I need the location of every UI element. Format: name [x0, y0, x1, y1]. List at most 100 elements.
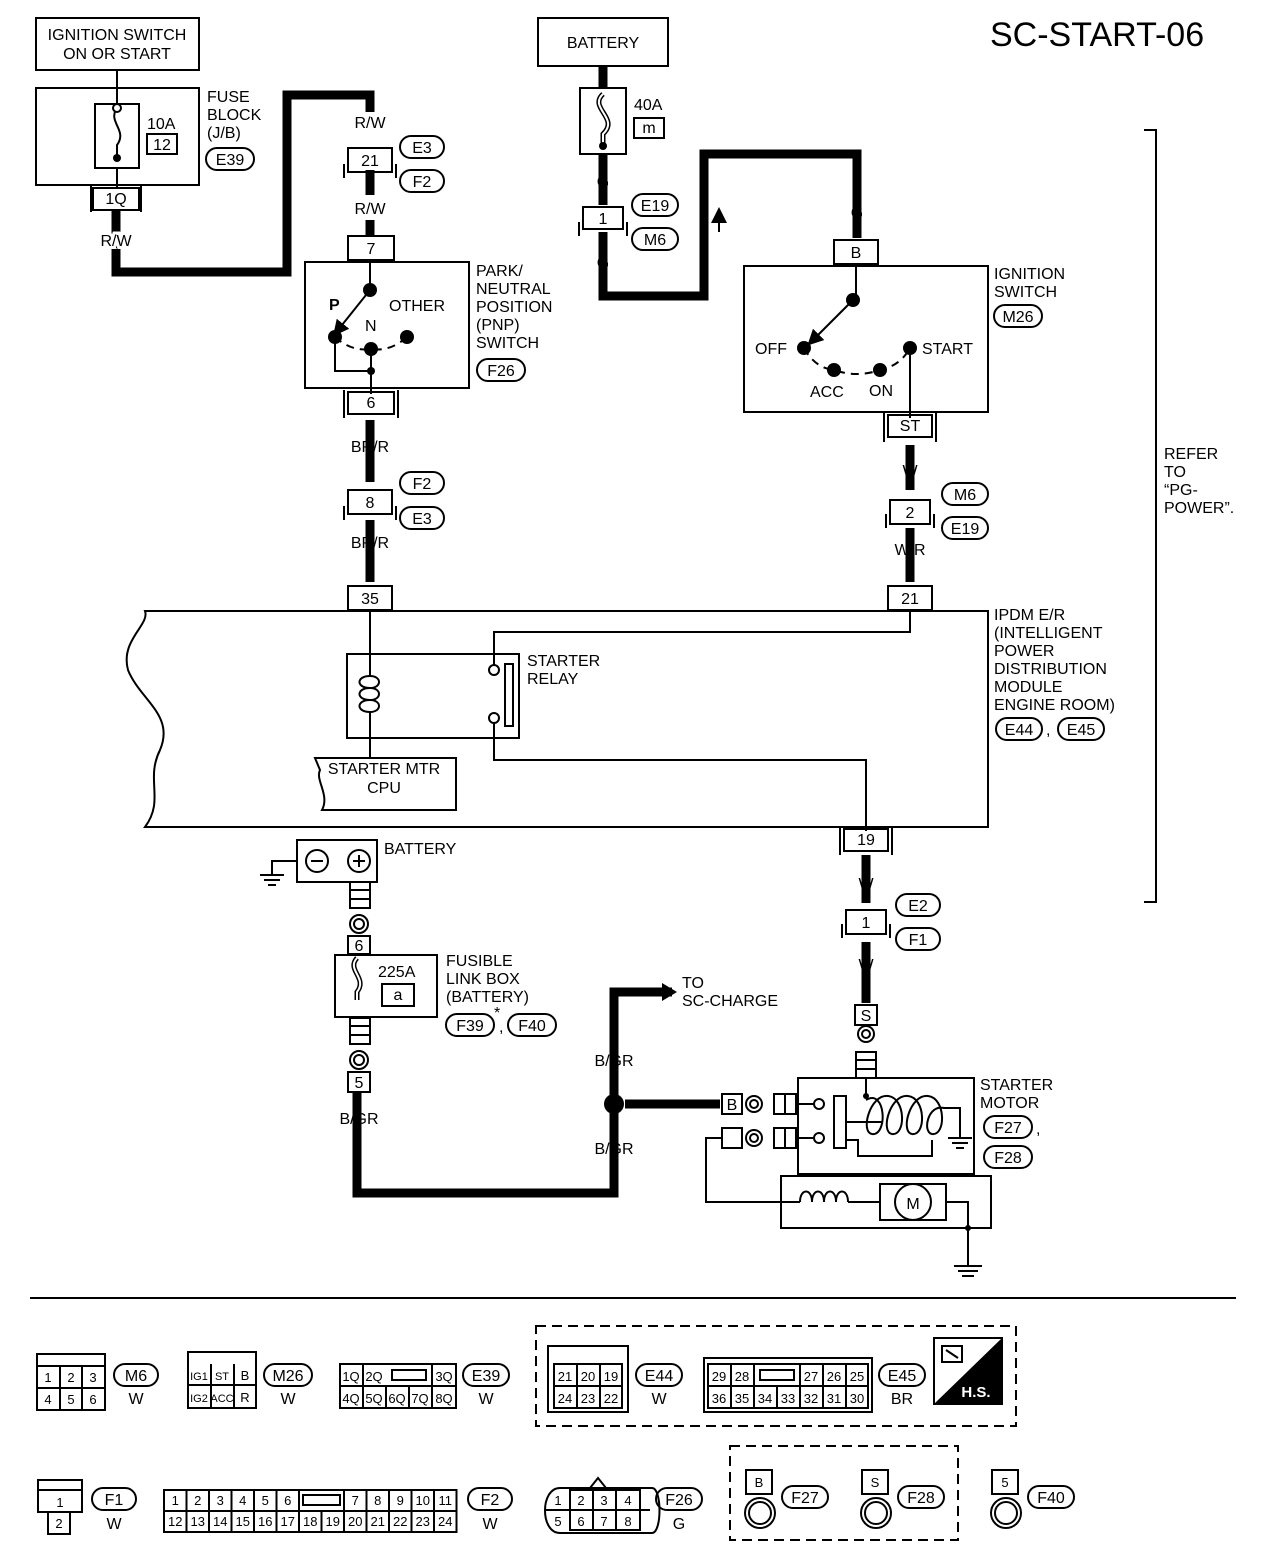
fusible-link-box — [334, 954, 438, 1018]
svg-text:2: 2 — [577, 1493, 584, 1508]
terminal-1q — [92, 187, 140, 211]
conn-badge-f1: F1 — [909, 932, 928, 949]
svg-text:5: 5 — [554, 1514, 561, 1529]
svg-text:2: 2 — [67, 1370, 74, 1385]
starter-solenoid-box — [797, 1077, 975, 1175]
connector-8 — [347, 489, 393, 515]
pnp-label-4: (PNP) — [476, 317, 520, 334]
legend-f2-pin: 21 — [371, 1514, 385, 1529]
wire-brr-1: BR/R — [351, 439, 389, 456]
svg-text:19: 19 — [857, 832, 875, 849]
svg-text:24: 24 — [558, 1391, 572, 1406]
pnp-n: N — [365, 318, 377, 335]
svg-text:W: W — [106, 1516, 122, 1533]
pnp-p: P — [329, 297, 340, 314]
conn-badge-e2: E2 — [908, 898, 928, 915]
field-coil-icon — [799, 1190, 849, 1203]
conn-badge-e19: E19 — [641, 198, 670, 215]
svg-text:R/W: R/W — [100, 233, 132, 250]
svg-text:F26: F26 — [665, 1492, 693, 1509]
ipdm-label-1: IPDM E/R — [994, 607, 1065, 624]
conn-badge-m6: M6 — [644, 232, 666, 249]
svg-text:3: 3 — [600, 1493, 607, 1508]
ipdm-label-3: POWER — [994, 643, 1054, 660]
svg-text:B: B — [755, 1475, 764, 1490]
legend-f2-pin: 18 — [303, 1514, 317, 1529]
connector-2 — [889, 499, 931, 525]
svg-text:6: 6 — [367, 395, 376, 412]
starter-label-1: STARTER — [980, 1077, 1053, 1094]
legend-e39: 1Q 2Q 3Q 4Q 5Q 6Q 7Q 8Q E39 W — [339, 1363, 510, 1409]
svg-text:,: , — [1046, 722, 1050, 739]
legend-dashed-group-1 — [535, 1325, 1017, 1427]
cpu-label-1: STARTER MTR — [328, 761, 440, 778]
pnp-terminal-7 — [347, 235, 395, 261]
conn-badge-e3 — [399, 135, 445, 159]
fusible-label-1: FUSIBLE — [446, 953, 513, 970]
diagram-title: SC-START-06 — [990, 16, 1204, 54]
svg-text:8Q: 8Q — [435, 1391, 452, 1406]
svg-text:H.S.: H.S. — [961, 1384, 990, 1401]
svg-text:1: 1 — [554, 1493, 561, 1508]
legend-e44: 21 20 19 24 23 22 E44 W — [547, 1345, 683, 1413]
svg-text:7Q: 7Q — [411, 1391, 428, 1406]
fusible-label-2: LINK BOX — [446, 971, 520, 988]
relay-label-2: RELAY — [527, 671, 579, 688]
ipdm-box — [125, 610, 989, 828]
conn-badge-e19-b: E19 — [951, 521, 980, 538]
svg-text:ST: ST — [215, 1371, 229, 1383]
svg-text:F40: F40 — [1037, 1490, 1065, 1507]
conn-badge-m6-b: M6 — [954, 487, 976, 504]
svg-text:ACC: ACC — [210, 1393, 233, 1405]
legend-f2-pin: 17 — [281, 1514, 295, 1529]
svg-text:,: , — [499, 1019, 503, 1036]
svg-text:,: , — [1036, 1121, 1040, 1138]
svg-text:8: 8 — [366, 495, 375, 512]
ign-acc: ACC — [810, 384, 844, 401]
starter-relay-box — [346, 653, 520, 739]
relay-label-1: STARTER — [527, 653, 600, 670]
svg-text:2: 2 — [55, 1516, 62, 1531]
ign-on: ON — [869, 383, 893, 400]
fuse-block-label-1: FUSE — [207, 89, 250, 106]
fuse-40a-amp: 40A — [634, 97, 663, 114]
legend-f2-pin: 23 — [416, 1514, 430, 1529]
legend-f2-pin: 9 — [397, 1493, 404, 1508]
svg-text:26: 26 — [827, 1369, 841, 1384]
refer-4: POWER”. — [1164, 500, 1234, 517]
svg-text:IG1: IG1 — [190, 1371, 208, 1383]
starter-b-terminal: B — [727, 1097, 738, 1114]
svg-text:W: W — [280, 1391, 296, 1408]
wire-g-2: G — [597, 255, 609, 272]
legend-f26: 1 2 3 4 5 6 7 8 F26 G — [544, 1476, 703, 1534]
svg-text:G: G — [673, 1516, 685, 1533]
wire-rw-1: R/W — [100, 233, 132, 250]
ign-on-start-line1: IGNITION SWITCH — [48, 27, 187, 44]
battery-top-box — [537, 17, 669, 67]
svg-text:4: 4 — [624, 1493, 631, 1508]
connector-21 — [347, 147, 393, 173]
cpu-label-2: CPU — [367, 780, 401, 797]
conn-badge-f2-b: F2 — [413, 476, 432, 493]
fuse-40a-id: m — [642, 120, 655, 137]
svg-text:6: 6 — [577, 1514, 584, 1529]
svg-text:F27: F27 — [791, 1490, 819, 1507]
svg-text:8: 8 — [624, 1514, 631, 1529]
svg-text:1: 1 — [599, 211, 608, 228]
legend-f2-pin: 14 — [213, 1514, 227, 1529]
svg-text:21: 21 — [558, 1369, 572, 1384]
svg-text:22: 22 — [604, 1391, 618, 1406]
ipdm-terminal-19 — [843, 828, 889, 852]
legend-dashed-group-2 — [729, 1445, 959, 1541]
legend-m26: IG1 ST B IG2 ACC R M26 W — [187, 1351, 313, 1409]
ign-label-2: SWITCH — [994, 284, 1057, 301]
wire-bgr-2: B/GR — [594, 1053, 633, 1070]
svg-text:ST: ST — [900, 418, 921, 435]
svg-text:W: W — [651, 1391, 667, 1408]
fusible-amp: 225A — [378, 964, 416, 981]
legend-f2-pin: 13 — [191, 1514, 205, 1529]
ign-off: OFF — [755, 341, 787, 358]
wire-rw-2: R/W — [354, 115, 386, 132]
svg-text:6: 6 — [89, 1392, 96, 1407]
